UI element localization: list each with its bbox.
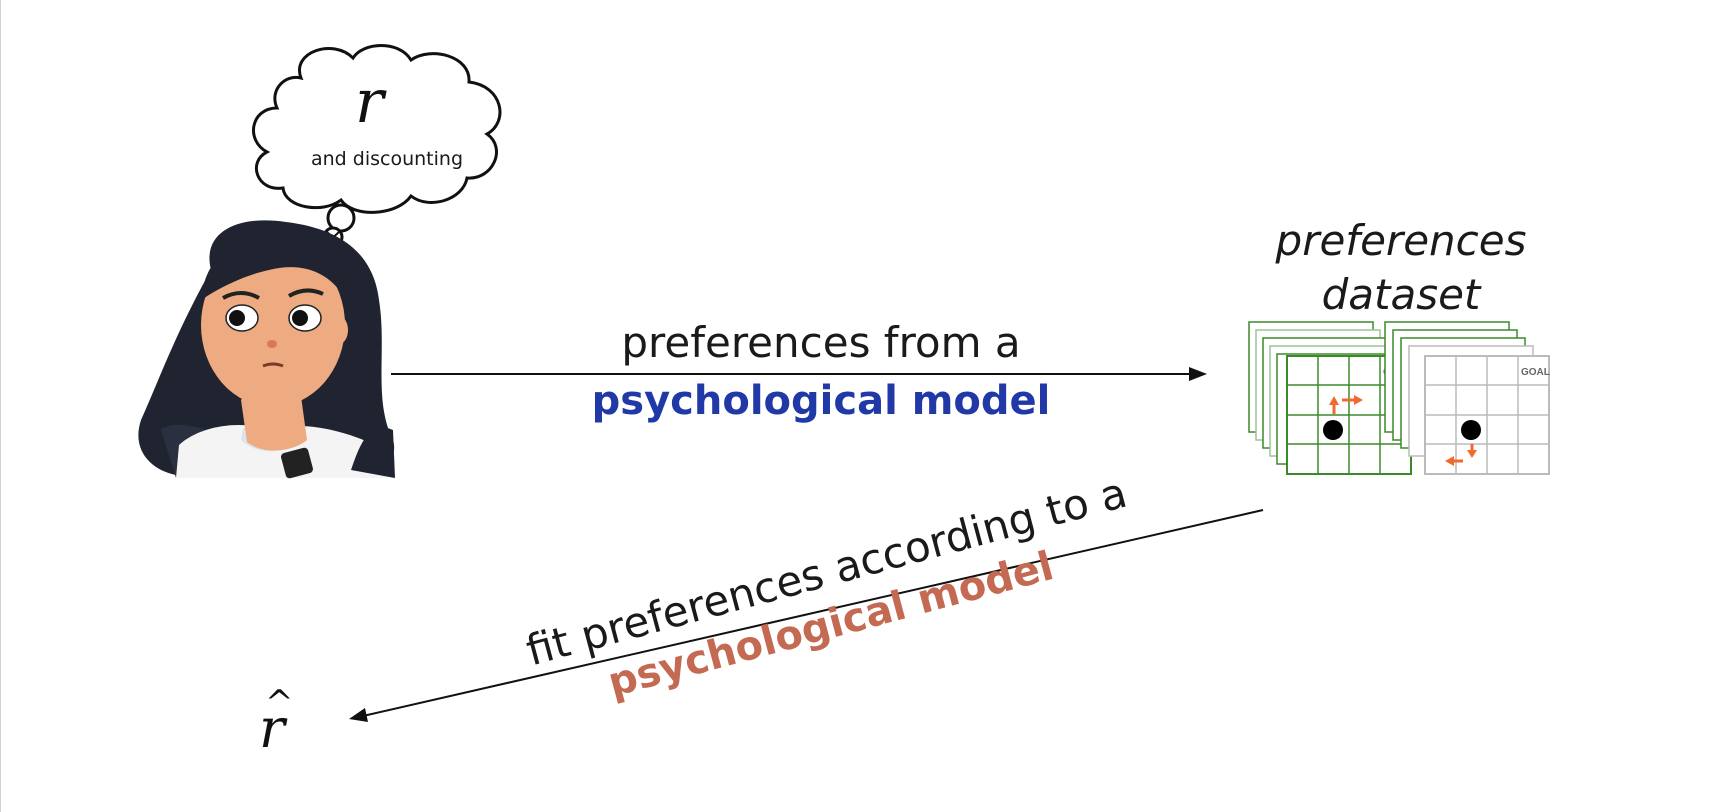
face bbox=[201, 243, 345, 407]
top-arrow-label: preferences from a bbox=[621, 318, 1021, 367]
thought-reward-symbol: r bbox=[355, 67, 384, 137]
person-illustration bbox=[138, 220, 395, 479]
agent-dot bbox=[1323, 420, 1343, 440]
estimate-hat-accent: ^ bbox=[265, 683, 294, 723]
thought-bubble bbox=[252, 44, 502, 248]
top-arrow-model-label: psychological model bbox=[591, 378, 1051, 424]
arrow-to-dataset bbox=[391, 367, 1207, 381]
goal-label-gray: GOAL bbox=[1521, 367, 1550, 378]
arrow-to-estimate bbox=[349, 509, 1264, 722]
thought-caption: and discounting bbox=[311, 148, 464, 170]
dataset-title: preferences dataset bbox=[1275, 216, 1527, 319]
estimated-reward-symbol: r bbox=[259, 697, 285, 760]
dataset-green-stack: GOAL bbox=[1248, 321, 1412, 475]
dataset-gray-stack: GOAL bbox=[1384, 321, 1550, 475]
